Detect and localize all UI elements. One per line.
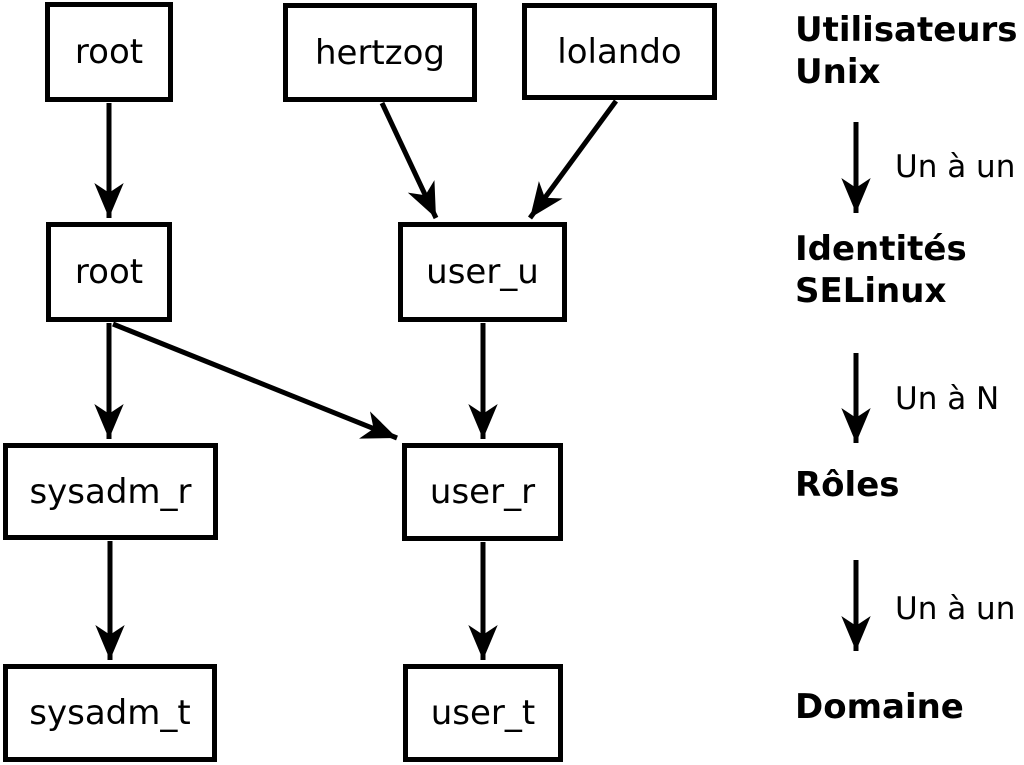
node-label: root (74, 252, 144, 292)
legend-utilisateurs-unix: Utilisateurs Unix (795, 10, 1018, 92)
legend-roles: Rôles (795, 465, 900, 505)
node-label: user_u (426, 252, 539, 292)
node-label: root (74, 32, 144, 72)
arrow-hertzog-to-user-u (379, 101, 439, 220)
arrow-lolando-to-user-u (527, 99, 619, 220)
node-role-sysadm-r: sysadm_r (3, 443, 218, 540)
arrow-identity-root-to-user-r (112, 321, 398, 441)
node-domain-user-t: user_t (403, 664, 563, 762)
node-domain-sysadm-t: sysadm_t (3, 664, 217, 762)
legend-relation-un-a-n: Un à N (895, 381, 1000, 417)
node-label: lolando (557, 31, 682, 72)
legend-relation-un-a-un-1: Un à un (895, 149, 1016, 185)
node-unix-user-root: root (45, 2, 173, 102)
node-label: user_t (430, 693, 536, 733)
legend-domaine: Domaine (795, 687, 964, 727)
node-label: user_r (429, 472, 536, 512)
legend-relation-un-a-un-2: Un à un (895, 591, 1016, 627)
node-selinux-identity-root: root (46, 222, 172, 322)
node-selinux-identity-user-u: user_u (398, 222, 567, 322)
node-label: hertzog (314, 32, 445, 73)
legend-identites-selinux: Identités SELinux (795, 229, 967, 311)
node-unix-user-hertzog: hertzog (283, 3, 477, 102)
node-label: sysadm_r (29, 471, 192, 512)
node-label: sysadm_t (29, 693, 191, 733)
node-unix-user-lolando: lolando (522, 3, 717, 100)
node-role-user-r: user_r (402, 443, 563, 541)
